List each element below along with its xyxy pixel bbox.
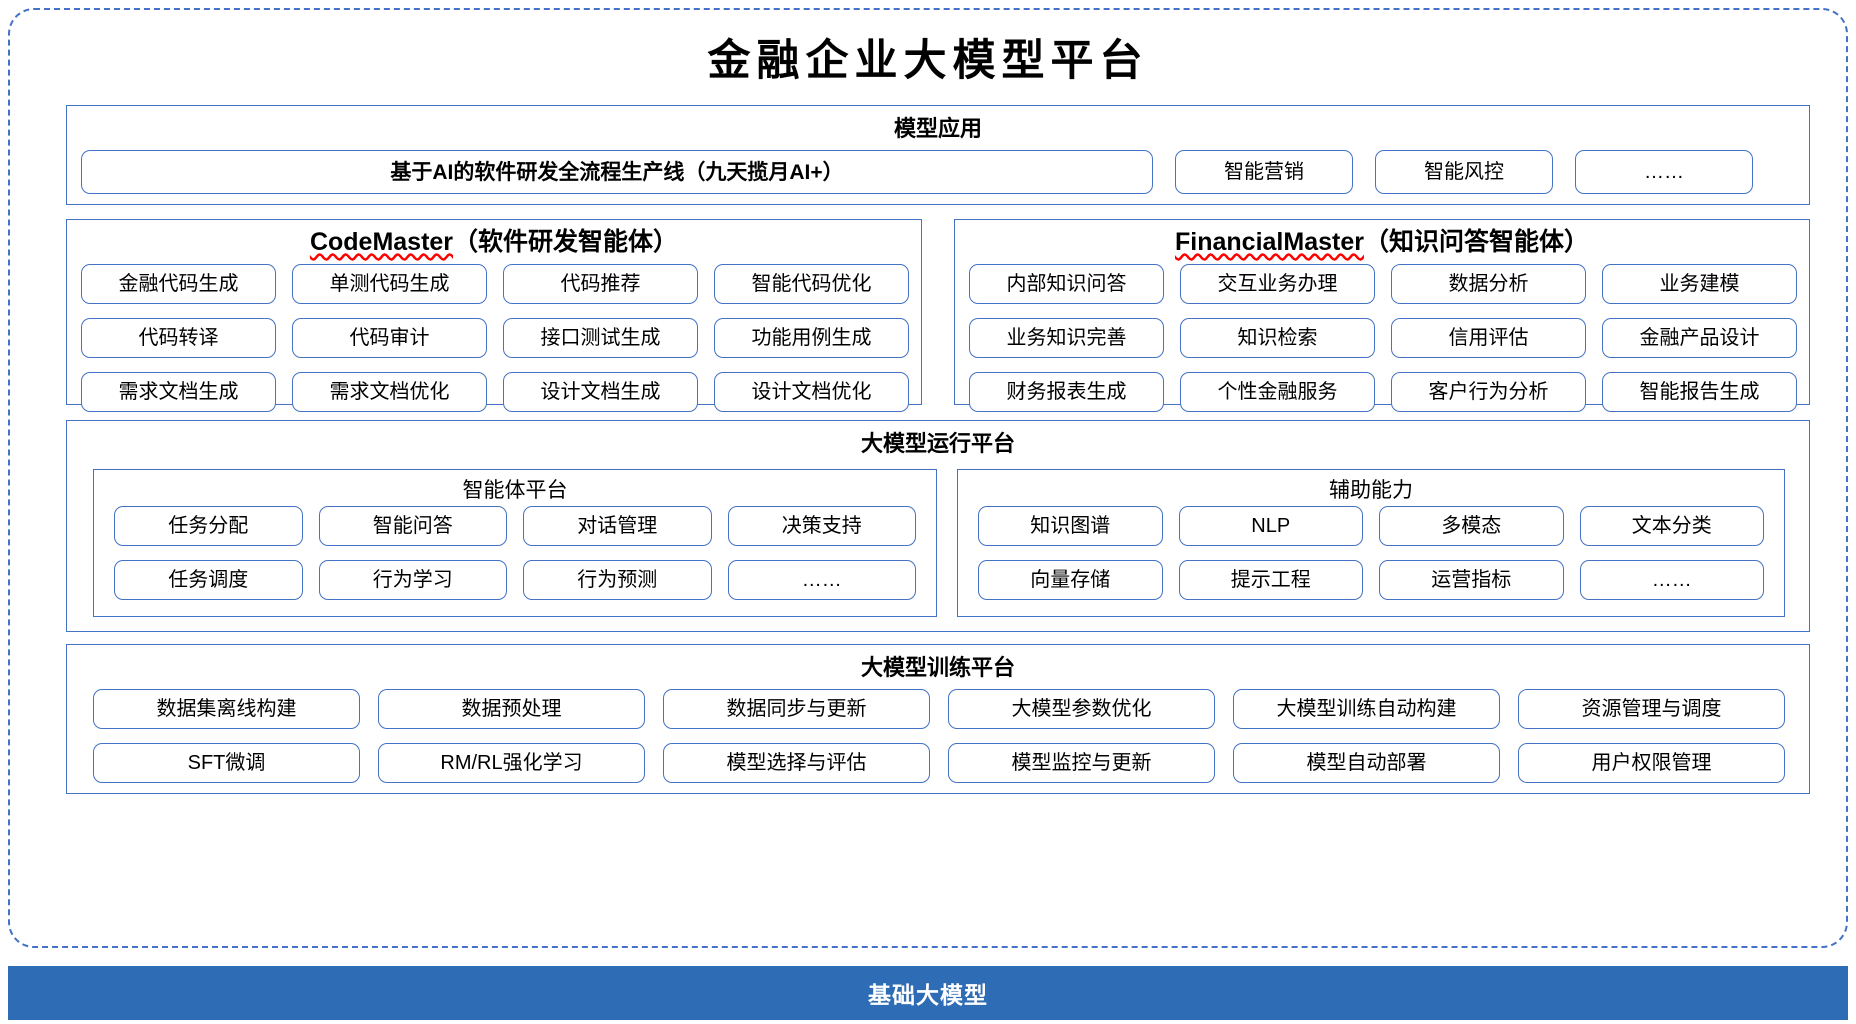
section-run-platform: 大模型运行平台 智能体平台 任务分配 智能问答 对话管理 决策支持 任务调度 行…	[66, 420, 1810, 632]
code-master-item[interactable]: 代码推荐	[503, 264, 698, 304]
agent-platform-item[interactable]: 任务调度	[114, 560, 303, 600]
train-platform-item[interactable]: RM/RL强化学习	[378, 743, 645, 783]
financial-master-item[interactable]: 个性金融服务	[1180, 372, 1375, 412]
auxiliary-capability-item-grid: 知识图谱 NLP 多模态 文本分类 向量存储 提示工程 运营指标 ……	[978, 506, 1764, 600]
financial-master-item[interactable]: 智能报告生成	[1602, 372, 1797, 412]
auxiliary-capability-item[interactable]: 多模态	[1379, 506, 1564, 546]
outer-dashed-frame: 金融企业大模型平台 模型应用 基于AI的软件研发全流程生产线（九天揽月AI+） …	[8, 8, 1848, 948]
page-title: 金融企业大模型平台	[707, 38, 1149, 85]
section-model-application: 模型应用 基于AI的软件研发全流程生产线（九天揽月AI+） 智能营销 智能风控 …	[66, 105, 1810, 205]
auxiliary-capability-item[interactable]: 提示工程	[1178, 560, 1363, 600]
financial-master-item[interactable]: 财务报表生成	[969, 372, 1164, 412]
train-platform-item[interactable]: 数据同步与更新	[663, 689, 930, 729]
train-platform-item-grid: 数据集离线构建 数据预处理 数据同步与更新 大模型参数优化 大模型训练自动构建 …	[93, 689, 1785, 783]
subsection-title-agent-platform: 智能体平台	[462, 479, 568, 502]
app-item-ai-pipeline[interactable]: 基于AI的软件研发全流程生产线（九天揽月AI+）	[81, 150, 1153, 194]
financial-master-item[interactable]: 客户行为分析	[1391, 372, 1586, 412]
financial-master-item[interactable]: 知识检索	[1180, 318, 1375, 358]
agent-platform-item[interactable]: 行为预测	[523, 560, 712, 600]
agent-platform-item[interactable]: 任务分配	[114, 506, 303, 546]
code-master-item[interactable]: 设计文档优化	[714, 372, 909, 412]
section-financial-master: FinancialMaster（知识问答智能体） 内部知识问答 交互业务办理 数…	[954, 219, 1810, 412]
auxiliary-capability-item[interactable]: ……	[1579, 560, 1764, 600]
section-train-platform: 大模型训练平台 数据集离线构建 数据预处理 数据同步与更新 大模型参数优化 大模…	[66, 644, 1810, 794]
train-platform-item[interactable]: 数据预处理	[378, 689, 645, 729]
train-platform-item[interactable]: 模型自动部署	[1233, 743, 1500, 783]
agent-platform-item[interactable]: 决策支持	[727, 506, 916, 546]
section-title-financial-master: FinancialMaster（知识问答智能体）	[955, 230, 1809, 255]
code-master-item-grid: 金融代码生成 单测代码生成 代码推荐 智能代码优化 代码转译 代码审计 接口测试…	[81, 264, 909, 412]
app-item-more[interactable]: ……	[1575, 150, 1753, 194]
train-platform-item[interactable]: 模型监控与更新	[948, 743, 1215, 783]
code-master-item[interactable]: 设计文档生成	[503, 372, 698, 412]
train-platform-item[interactable]: 模型选择与评估	[663, 743, 930, 783]
train-platform-item[interactable]: 用户权限管理	[1518, 743, 1785, 783]
code-master-item[interactable]: 功能用例生成	[714, 318, 909, 358]
train-platform-item[interactable]: SFT微调	[93, 743, 360, 783]
code-master-item[interactable]: 单测代码生成	[292, 264, 487, 304]
financial-master-item[interactable]: 金融产品设计	[1602, 318, 1797, 358]
train-platform-item[interactable]: 大模型训练自动构建	[1233, 689, 1500, 729]
code-master-item[interactable]: 需求文档优化	[292, 372, 487, 412]
financial-master-item[interactable]: 业务建模	[1602, 264, 1797, 304]
section-title-code-master: CodeMaster（软件研发智能体）	[67, 230, 921, 255]
app-item-smart-marketing[interactable]: 智能营销	[1175, 150, 1353, 194]
auxiliary-capability-item[interactable]: NLP	[1178, 506, 1363, 546]
train-platform-item[interactable]: 大模型参数优化	[948, 689, 1215, 729]
code-master-item[interactable]: 代码审计	[292, 318, 487, 358]
financial-master-item-grid: 内部知识问答 交互业务办理 数据分析 业务建模 业务知识完善 知识检索 信用评估…	[969, 264, 1797, 412]
model-application-item-row: 基于AI的软件研发全流程生产线（九天揽月AI+） 智能营销 智能风控 ……	[81, 150, 1797, 194]
code-master-item[interactable]: 智能代码优化	[714, 264, 909, 304]
code-master-item[interactable]: 接口测试生成	[503, 318, 698, 358]
subsection-auxiliary-capability: 辅助能力 知识图谱 NLP 多模态 文本分类 向量存储 提示工程 运营指标 ……	[957, 469, 1785, 617]
code-master-latin-label: CodeMaster	[309, 228, 454, 256]
financial-master-cn-label: （知识问答智能体）	[1363, 228, 1589, 256]
agent-platform-item-grid: 任务分配 智能问答 对话管理 决策支持 任务调度 行为学习 行为预测 ……	[114, 506, 916, 600]
section-code-master: CodeMaster（软件研发智能体） 金融代码生成 单测代码生成 代码推荐 智…	[66, 219, 922, 412]
financial-master-item[interactable]: 信用评估	[1391, 318, 1586, 358]
section-title-model-application: 模型应用	[893, 116, 982, 141]
code-master-item[interactable]: 需求文档生成	[81, 372, 276, 412]
financial-master-latin-label: FinancialMaster	[1175, 228, 1364, 256]
section-title-run-platform: 大模型运行平台	[860, 431, 1015, 456]
train-platform-item[interactable]: 资源管理与调度	[1518, 689, 1785, 729]
agent-platform-item[interactable]: 对话管理	[523, 506, 712, 546]
code-master-cn-label: （软件研发智能体）	[453, 228, 679, 256]
agent-platform-item[interactable]: 智能问答	[318, 506, 507, 546]
agent-platform-item[interactable]: 行为学习	[318, 560, 507, 600]
subsection-title-auxiliary-capability: 辅助能力	[1329, 479, 1413, 502]
auxiliary-capability-item[interactable]: 向量存储	[978, 560, 1163, 600]
financial-master-item[interactable]: 数据分析	[1391, 264, 1586, 304]
auxiliary-capability-item[interactable]: 文本分类	[1579, 506, 1764, 546]
financial-master-item[interactable]: 交互业务办理	[1180, 264, 1375, 304]
auxiliary-capability-item[interactable]: 运营指标	[1379, 560, 1564, 600]
app-item-smart-risk-control[interactable]: 智能风控	[1375, 150, 1553, 194]
train-platform-item[interactable]: 数据集离线构建	[93, 689, 360, 729]
code-master-item[interactable]: 金融代码生成	[81, 264, 276, 304]
subsection-agent-platform: 智能体平台 任务分配 智能问答 对话管理 决策支持 任务调度 行为学习 行为预测…	[93, 469, 937, 617]
footer-foundation-model-bar: 基础大模型	[8, 966, 1848, 1020]
footer-label: 基础大模型	[868, 982, 988, 1008]
agent-platform-item[interactable]: ……	[727, 560, 916, 600]
financial-master-item[interactable]: 内部知识问答	[969, 264, 1164, 304]
financial-master-item[interactable]: 业务知识完善	[969, 318, 1164, 358]
section-title-train-platform: 大模型训练平台	[860, 655, 1015, 680]
code-master-item[interactable]: 代码转译	[81, 318, 276, 358]
auxiliary-capability-item[interactable]: 知识图谱	[978, 506, 1163, 546]
